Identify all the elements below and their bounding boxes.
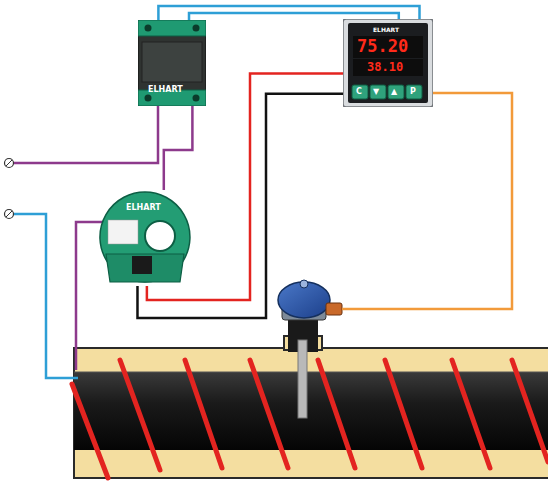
sensor-screw: [300, 280, 308, 288]
supply-wire: [14, 214, 78, 378]
sensor-window: [145, 221, 175, 251]
sensor-base: [106, 254, 184, 282]
display-window: [353, 36, 423, 58]
button-symbol: P: [410, 88, 416, 96]
sensor-ring: [100, 192, 190, 282]
relay-face: [142, 42, 202, 82]
pipe-insulation: [74, 348, 548, 478]
button-symbol: ▲: [391, 88, 397, 96]
sensor-sticker: [108, 220, 138, 244]
temperature-controller: ELHART 75.20 38.10C ▼ ▲ P: [343, 19, 433, 107]
terminal-mark: [6, 211, 12, 217]
heating-cable: [72, 360, 548, 478]
signal-wire: [158, 6, 419, 20]
sensor-wire: [342, 93, 512, 309]
button-symbol: ▼: [373, 88, 379, 96]
terminal-screw: [193, 95, 200, 102]
brand-label: ELHART: [126, 204, 161, 212]
terminal-screw: [145, 25, 152, 32]
control-button: [352, 85, 368, 99]
controller-bezel: [343, 19, 433, 107]
terminal: [5, 210, 14, 219]
control-button: [370, 85, 386, 99]
sensor-connector: [132, 256, 152, 274]
control-button: [388, 85, 404, 99]
brand-label: ELHART: [148, 86, 183, 94]
display-window: [353, 59, 423, 76]
pipe-edge: [74, 372, 548, 373]
signal-wire: [164, 106, 193, 190]
terminal-screw: [145, 95, 152, 102]
solid-state-relay: ELHART: [138, 20, 206, 106]
cable-gland: [326, 303, 342, 315]
terminal-screw: [193, 25, 200, 32]
control-button: [406, 85, 422, 99]
set-value: 38.10: [367, 61, 403, 73]
current-sensor: ELHART: [98, 190, 192, 286]
supply-wire: [14, 106, 158, 163]
terminal: [5, 159, 14, 168]
process-value: 75.20: [357, 38, 408, 55]
relay-terminal: [138, 20, 206, 36]
brand-label: ELHART: [373, 27, 399, 33]
terminal-mark: [6, 160, 12, 166]
relay-body: [138, 20, 206, 106]
button-symbol: C: [356, 88, 362, 96]
controller-face: [348, 23, 428, 103]
sensor-probe: [298, 340, 307, 418]
